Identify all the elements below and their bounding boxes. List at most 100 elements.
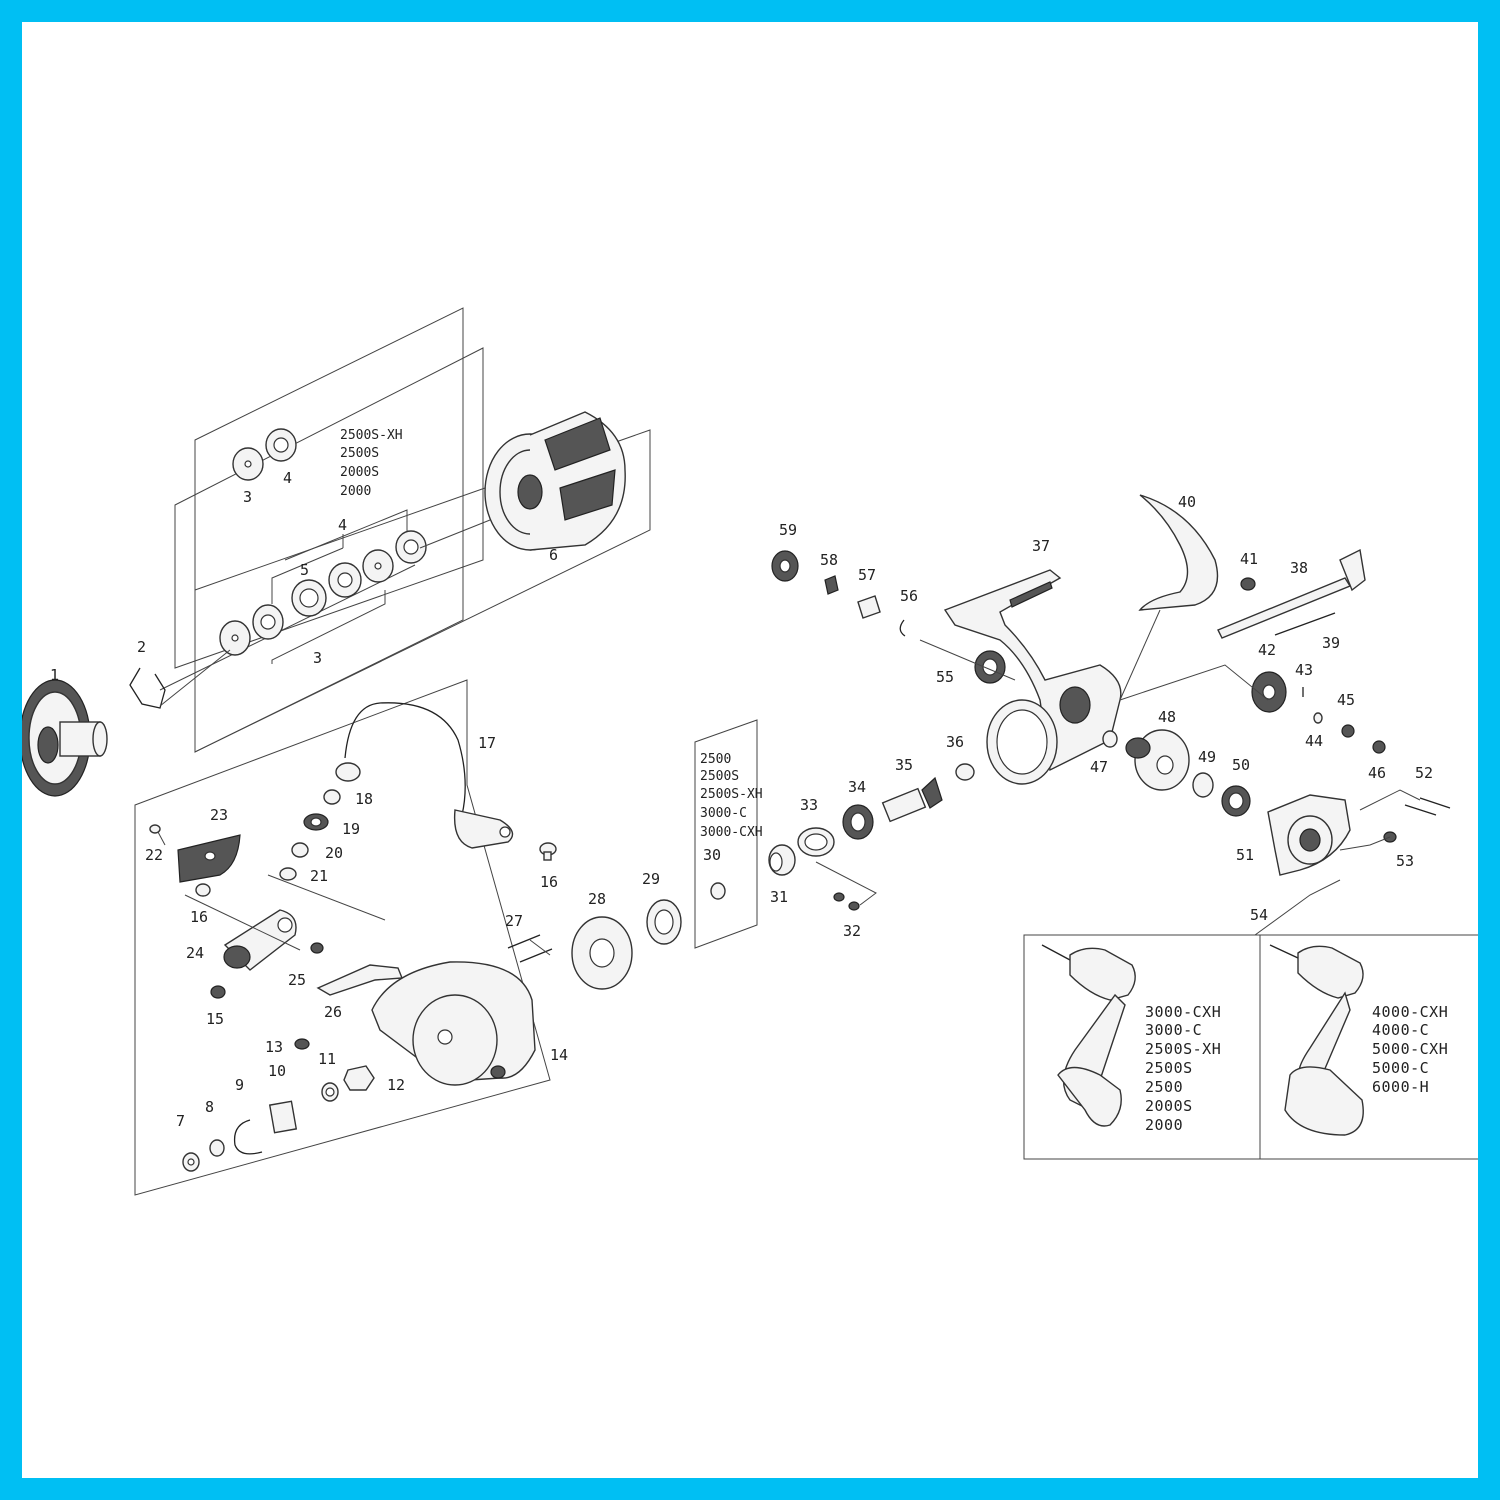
label-12: 12 [387,1076,405,1094]
rotor-small-parts [182,1065,375,1172]
anti-reverse-housing [857,595,881,619]
label-51: 51 [1236,846,1254,864]
oscillation-slider [1217,548,1366,639]
body-side-plate [1267,794,1351,876]
label-32: 32 [843,922,861,940]
handle-a-model-2: 3000-C [1145,1021,1202,1039]
screw-46 [1372,740,1386,754]
bail-spring [310,942,324,954]
handle-a-model-5: 2500 [1145,1078,1183,1096]
bail-nut [210,985,226,999]
label-42: 42 [1258,641,1276,659]
handle-a [1041,944,1136,1127]
label-57: 57 [858,566,876,584]
label-48: 48 [1158,708,1176,726]
bail-arm [223,909,297,971]
pinion-gear [881,776,943,823]
label-24: 24 [186,944,204,962]
label-4a: 4 [283,469,292,487]
label-53: 53 [1396,852,1414,870]
label-50: 50 [1232,756,1250,774]
rotor-model-box [694,719,758,949]
label-22: 22 [145,846,163,864]
reel-body [943,569,1122,785]
lower-washers [219,530,427,656]
spool-clip [129,667,166,709]
rotor-model-5: 3000-CXH [700,825,763,840]
spool-model-4: 2000 [340,484,371,499]
exploded-parts-diagram: 2500S-XH 2500S 2000S 2000 1 2 3 4 [22,307,1478,1196]
label-43: 43 [1295,661,1313,679]
body-cover [1138,494,1219,611]
label-3b: 3 [313,649,322,667]
rotor-model-1: 2500 [700,752,731,767]
label-8: 8 [205,1098,214,1116]
label-17: 17 [478,734,496,752]
label-9: 9 [235,1076,244,1094]
bail-group-box [134,679,551,1196]
label-31: 31 [770,888,788,906]
ball-bearing-50 [1221,785,1251,817]
label-13: 13 [265,1038,283,1056]
anti-reverse-gear [771,550,799,582]
label-30: 30 [703,846,721,864]
handle-b-model-1: 4000-CXH [1372,1003,1448,1021]
label-34: 34 [848,778,866,796]
label-7: 7 [176,1112,185,1130]
label-38: 38 [1290,559,1308,577]
label-56: 56 [900,587,918,605]
label-23: 23 [210,806,228,824]
rotor-group-models: 2500 2500S 2500S-XH 3000-C 3000-CXH [700,752,763,840]
rotor-plate [571,916,633,990]
label-4b: 4 [338,516,347,534]
rotor-screws [507,934,553,963]
main-gear [1125,729,1190,791]
line-roller-cover [149,824,241,883]
label-18: 18 [355,790,373,808]
o-ring-47 [1102,730,1118,748]
label-52: 52 [1415,764,1433,782]
handle-a-model-6: 2000S [1145,1097,1193,1115]
handle-a-model-3: 2500S-XH [1145,1040,1221,1058]
anti-reverse-clip [824,575,839,595]
label-14: 14 [550,1046,568,1064]
label-33: 33 [800,796,818,814]
label-16a: 16 [190,908,208,926]
rotor-screw [294,1038,310,1050]
label-45: 45 [1337,691,1355,709]
label-1: 1 [50,666,59,684]
label-44: 44 [1305,732,1323,750]
handle-b-model-3: 5000-CXH [1372,1040,1448,1058]
label-3a: 3 [243,488,252,506]
label-55: 55 [936,668,954,686]
label-47: 47 [1090,758,1108,776]
label-35: 35 [895,756,913,774]
spool-model-2: 2500S [340,446,379,461]
label-16b: 16 [540,873,558,891]
rotor [371,961,536,1086]
handle-a-models: 3000-CXH 3000-C 2500S-XH 2500S 2500 2000… [1145,1003,1221,1134]
retainer-screws [815,861,877,911]
label-39: 39 [1322,634,1340,652]
side-plate-screws [1383,797,1451,843]
label-21: 21 [310,867,328,885]
label-41: 41 [1240,550,1258,568]
rotor-washer [710,882,726,900]
handle-box [1023,934,1478,1160]
label-15: 15 [206,1010,224,1028]
label-59: 59 [779,521,797,539]
drag-knob [22,679,108,797]
bushing-45 [1341,724,1355,738]
label-25: 25 [288,971,306,989]
label-20: 20 [325,844,343,862]
handle-a-model-7: 2000 [1145,1116,1183,1134]
upper-washers [232,428,297,481]
handle-b-model-2: 4000-C [1372,1021,1429,1039]
label-46: 46 [1368,764,1386,782]
rotor-model-2: 2500S [700,769,739,784]
label-26: 26 [324,1003,342,1021]
bail-bolt-16a [195,883,211,897]
anti-reverse-spring [899,619,906,637]
label-19: 19 [342,820,360,838]
